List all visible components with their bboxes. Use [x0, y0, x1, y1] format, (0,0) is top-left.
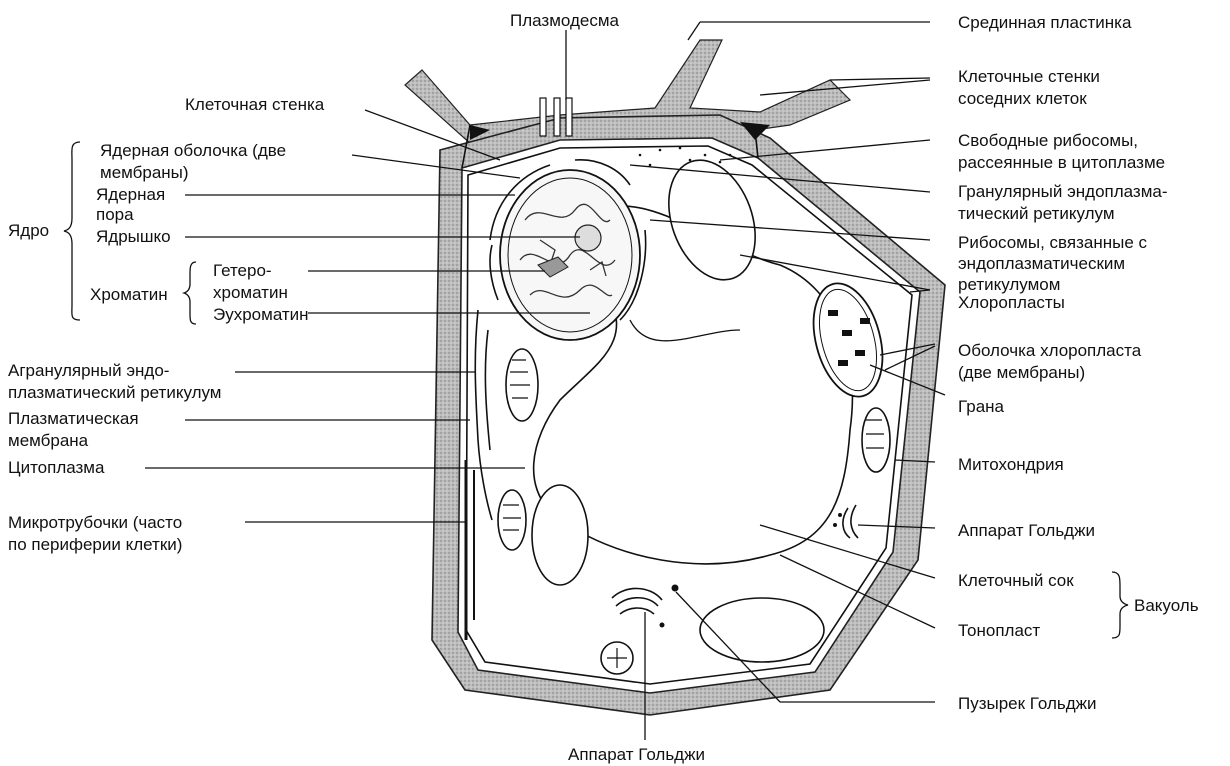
label-vacuole: Вакуоль	[1134, 596, 1199, 615]
smooth-er	[475, 310, 492, 520]
label-heterochromatin-1: Гетеро-	[213, 261, 272, 280]
label-tonoplast: Тонопласт	[958, 621, 1040, 640]
label-microtubules-2: по периферии клетки)	[8, 535, 182, 554]
nucleus	[500, 170, 640, 340]
label-rough-er-2: тический ретикулум	[958, 204, 1115, 223]
label-cell-wall: Клеточная стенка	[185, 95, 325, 114]
label-nuclear-pore-2: пора	[96, 205, 134, 224]
microtubules	[466, 460, 474, 640]
label-plasma-membrane-2: мембрана	[8, 431, 89, 450]
label-euchromatin: Эухроматин	[213, 305, 309, 324]
label-neighbor-walls-1: Клеточные стенки	[958, 67, 1100, 86]
label-heterochromatin-2: хроматин	[213, 283, 288, 302]
label-chloroplasts: Хлоропласты	[958, 293, 1065, 312]
label-smooth-er-1: Агранулярный эндо-	[8, 361, 169, 380]
label-nuclear-envelope-1: Ядерная оболочка (две	[100, 141, 286, 160]
label-free-ribosomes-1: Свободные рибосомы,	[958, 131, 1138, 150]
label-chromatin: Хроматин	[90, 285, 168, 304]
label-plasma-membrane-1: Плазматическая	[8, 409, 139, 428]
label-nuclear-envelope-2: мембраны)	[100, 163, 189, 182]
label-rough-er-1: Гранулярный эндоплазма-	[958, 182, 1168, 201]
label-mitochondrion: Митохондрия	[958, 455, 1064, 474]
label-bound-ribosomes-2: эндоплазматическим	[958, 254, 1125, 273]
label-cell-sap: Клеточный сок	[958, 571, 1074, 590]
label-middle-lamella: Срединная пластинка	[958, 13, 1132, 32]
label-neighbor-walls-2: соседних клеток	[958, 89, 1087, 108]
label-microtubules-1: Микротрубочки (часто	[8, 513, 182, 532]
label-free-ribosomes-2: рассеянные в цитоплазме	[958, 153, 1165, 172]
label-chloroplast-envelope-1: Оболочка хлоропласта	[958, 341, 1142, 360]
plasmodesmata	[540, 98, 572, 136]
label-nucleus: Ядро	[8, 221, 49, 240]
label-golgi-bottom: Аппарат Гольджи	[568, 745, 705, 764]
label-bound-ribosomes-3: ретикулумом	[958, 275, 1060, 294]
label-cytoplasm: Цитоплазма	[8, 458, 105, 477]
label-smooth-er-2: плазматический ретикулум	[8, 383, 222, 402]
chloroplast	[802, 276, 894, 405]
label-nuclear-pore-1: Ядерная	[96, 185, 165, 204]
label-plasmodesma: Плазмодесма	[510, 11, 620, 30]
label-chloroplast-envelope-2: (две мембраны)	[958, 363, 1085, 382]
label-granum: Грана	[958, 397, 1005, 416]
cytoplasm-fold	[630, 320, 740, 341]
label-bound-ribosomes-1: Рибосомы, связанные с	[958, 233, 1147, 252]
label-nucleolus: Ядрышко	[96, 227, 171, 246]
label-golgi-right: Аппарат Гольджи	[958, 521, 1095, 540]
label-golgi-vesicle: Пузырек Гольджи	[958, 694, 1097, 713]
